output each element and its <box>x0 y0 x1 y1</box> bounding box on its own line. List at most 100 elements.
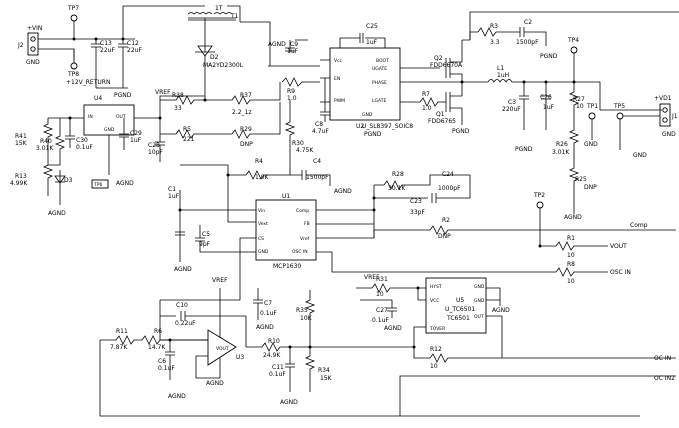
q1-part: FDD6765 <box>428 118 456 125</box>
c12-value: 22uF <box>127 47 142 54</box>
r29-value: DNP <box>240 141 253 148</box>
opamp-u3 <box>207 329 237 366</box>
gnd-label-j1: GND <box>662 131 676 138</box>
c26-value: 1uF <box>543 104 555 111</box>
agnd-label-c7: AGND <box>256 324 274 331</box>
u5-pin-tover: TOVER <box>429 326 445 332</box>
pgnd-label-c2: PGND <box>540 53 558 60</box>
connector-j1 <box>659 103 671 127</box>
pgnd-label-c3: PGND <box>515 146 533 153</box>
r31-ref: R31 <box>376 276 388 283</box>
input-section: J2 +VIN GND TP7 TP8 +12V_RETURN C13 22uF… <box>17 5 182 99</box>
u5-ref: U5 <box>456 297 464 304</box>
u4-pin-gnd: GND <box>104 127 115 133</box>
ic-u2 <box>329 47 401 121</box>
sheet-ref-u5: VREF <box>364 274 380 281</box>
r4-ref: R4 <box>255 158 263 165</box>
u2-ref: U2 <box>356 123 364 130</box>
d3-ref: D3 <box>64 177 73 184</box>
c7-value: 0.1uF <box>260 310 277 317</box>
r5-ref: R5 <box>183 126 191 133</box>
r31-value: 10 <box>376 291 384 298</box>
tp4-label: TP4 <box>567 37 579 44</box>
r11-ref: R11 <box>116 328 128 335</box>
r3-ref: R3 <box>490 23 498 30</box>
r38-value: 33 <box>174 105 182 112</box>
connector-j1-pin1 <box>662 107 668 113</box>
c13-value: 22uF <box>100 47 115 54</box>
c11-value: 0.1uF <box>269 371 286 378</box>
c27-ref: C27 <box>376 307 388 314</box>
u5-part: U_TC6501 <box>445 306 475 313</box>
r13-value: 4.99K <box>10 180 28 187</box>
u2-pin-pwm: PWM <box>334 98 345 104</box>
r8-value: 10 <box>567 278 575 285</box>
u1-pin-vref: Vref <box>300 236 310 242</box>
r8-ref: R8 <box>567 261 575 268</box>
c7-ref: C7 <box>264 300 272 307</box>
u2-pin-gnd: GND <box>362 112 373 118</box>
u2-pin-en: EN <box>334 76 340 82</box>
u1-pin-cs: CS <box>258 236 264 242</box>
c24-ref: C24 <box>442 171 454 178</box>
c9-ref: C9 <box>290 41 298 48</box>
c28-value: 10pF <box>148 149 163 156</box>
tp8-label: TP8 <box>67 71 79 78</box>
c2-value: 1500pF <box>516 39 539 46</box>
agnd-label-u5: AGND <box>492 307 510 314</box>
r28-value: 30.1K <box>388 185 406 192</box>
u5-pin-vcc: VCC <box>430 298 439 304</box>
agnd-label-r34: AGND <box>280 399 298 406</box>
r13-ref: R13 <box>15 173 27 180</box>
r26-ref: R26 <box>556 141 568 148</box>
r12-value: 10 <box>430 363 438 370</box>
r41-value: 15K <box>15 140 28 147</box>
u2-pin-vcc: Vcc <box>334 58 343 64</box>
c30-value: 0.1uF <box>76 144 93 151</box>
agnd-label-c1: AGND <box>174 266 192 273</box>
r5-value: 221 <box>183 136 195 143</box>
c9-value: 1uF <box>287 48 299 55</box>
agnd-label-u4: AGND <box>116 180 134 187</box>
agnd-label-c6: AGND <box>168 393 186 400</box>
d2-ref: D2 <box>210 54 219 61</box>
connector-j2-pin1 <box>30 36 36 42</box>
r10-value: 24.9K <box>263 352 281 359</box>
c5-value: 9pF <box>199 241 211 248</box>
gnd-label-j2: GND <box>26 59 40 66</box>
test-point-tp7 <box>70 14 78 22</box>
output-section: L1 1uH C3 220uF C26 1uF PGND TP4 R27 10 … <box>470 37 678 221</box>
c6-ref: C6 <box>158 358 166 365</box>
c12-ref: C12 <box>127 40 139 47</box>
tp7-label: TP7 <box>67 5 79 12</box>
r6-value: 14.7K <box>148 344 166 351</box>
connector-j2-label: J2 <box>17 42 24 49</box>
sheet-ref-comp: Comp <box>630 222 648 229</box>
c23-ref: C23 <box>410 198 422 205</box>
c1-value: 1uF <box>168 193 180 200</box>
u3-section: VOUT U3 VREF AGND C10 0.22uF R11 7.87K R… <box>99 277 640 417</box>
c27-value: 0.1uF <box>372 317 389 324</box>
c24-value: 1000pF <box>438 185 461 192</box>
r12-ref: R12 <box>430 346 442 353</box>
r34-value: 15K <box>320 375 333 382</box>
test-point-tp6 <box>91 179 109 189</box>
c8-value: 4.7uF <box>312 128 329 135</box>
r41-ref: R41 <box>15 133 27 140</box>
r35-ref: R35 <box>296 307 308 314</box>
u1-ref: U1 <box>282 193 290 200</box>
c25-ref: C25 <box>366 23 378 30</box>
u1-pin-fb: FB <box>304 221 310 227</box>
c4-value: 1500pF <box>306 174 329 181</box>
c29-ref: C29 <box>130 130 142 137</box>
c28-ref: C28 <box>148 142 160 149</box>
r30-value: 4.75K <box>296 147 314 154</box>
u1-section: Vin Vext FB CS Vref GND OSC IN Comp U1 M… <box>160 171 676 301</box>
r27-value: 10 <box>576 103 584 110</box>
r2-value: DNP <box>438 233 451 240</box>
r35-value: 10K <box>300 315 313 322</box>
r7-value: 1.0 <box>422 105 432 112</box>
c3-value: 220uF <box>502 106 521 113</box>
q2-part: FDD6670A <box>430 62 463 69</box>
